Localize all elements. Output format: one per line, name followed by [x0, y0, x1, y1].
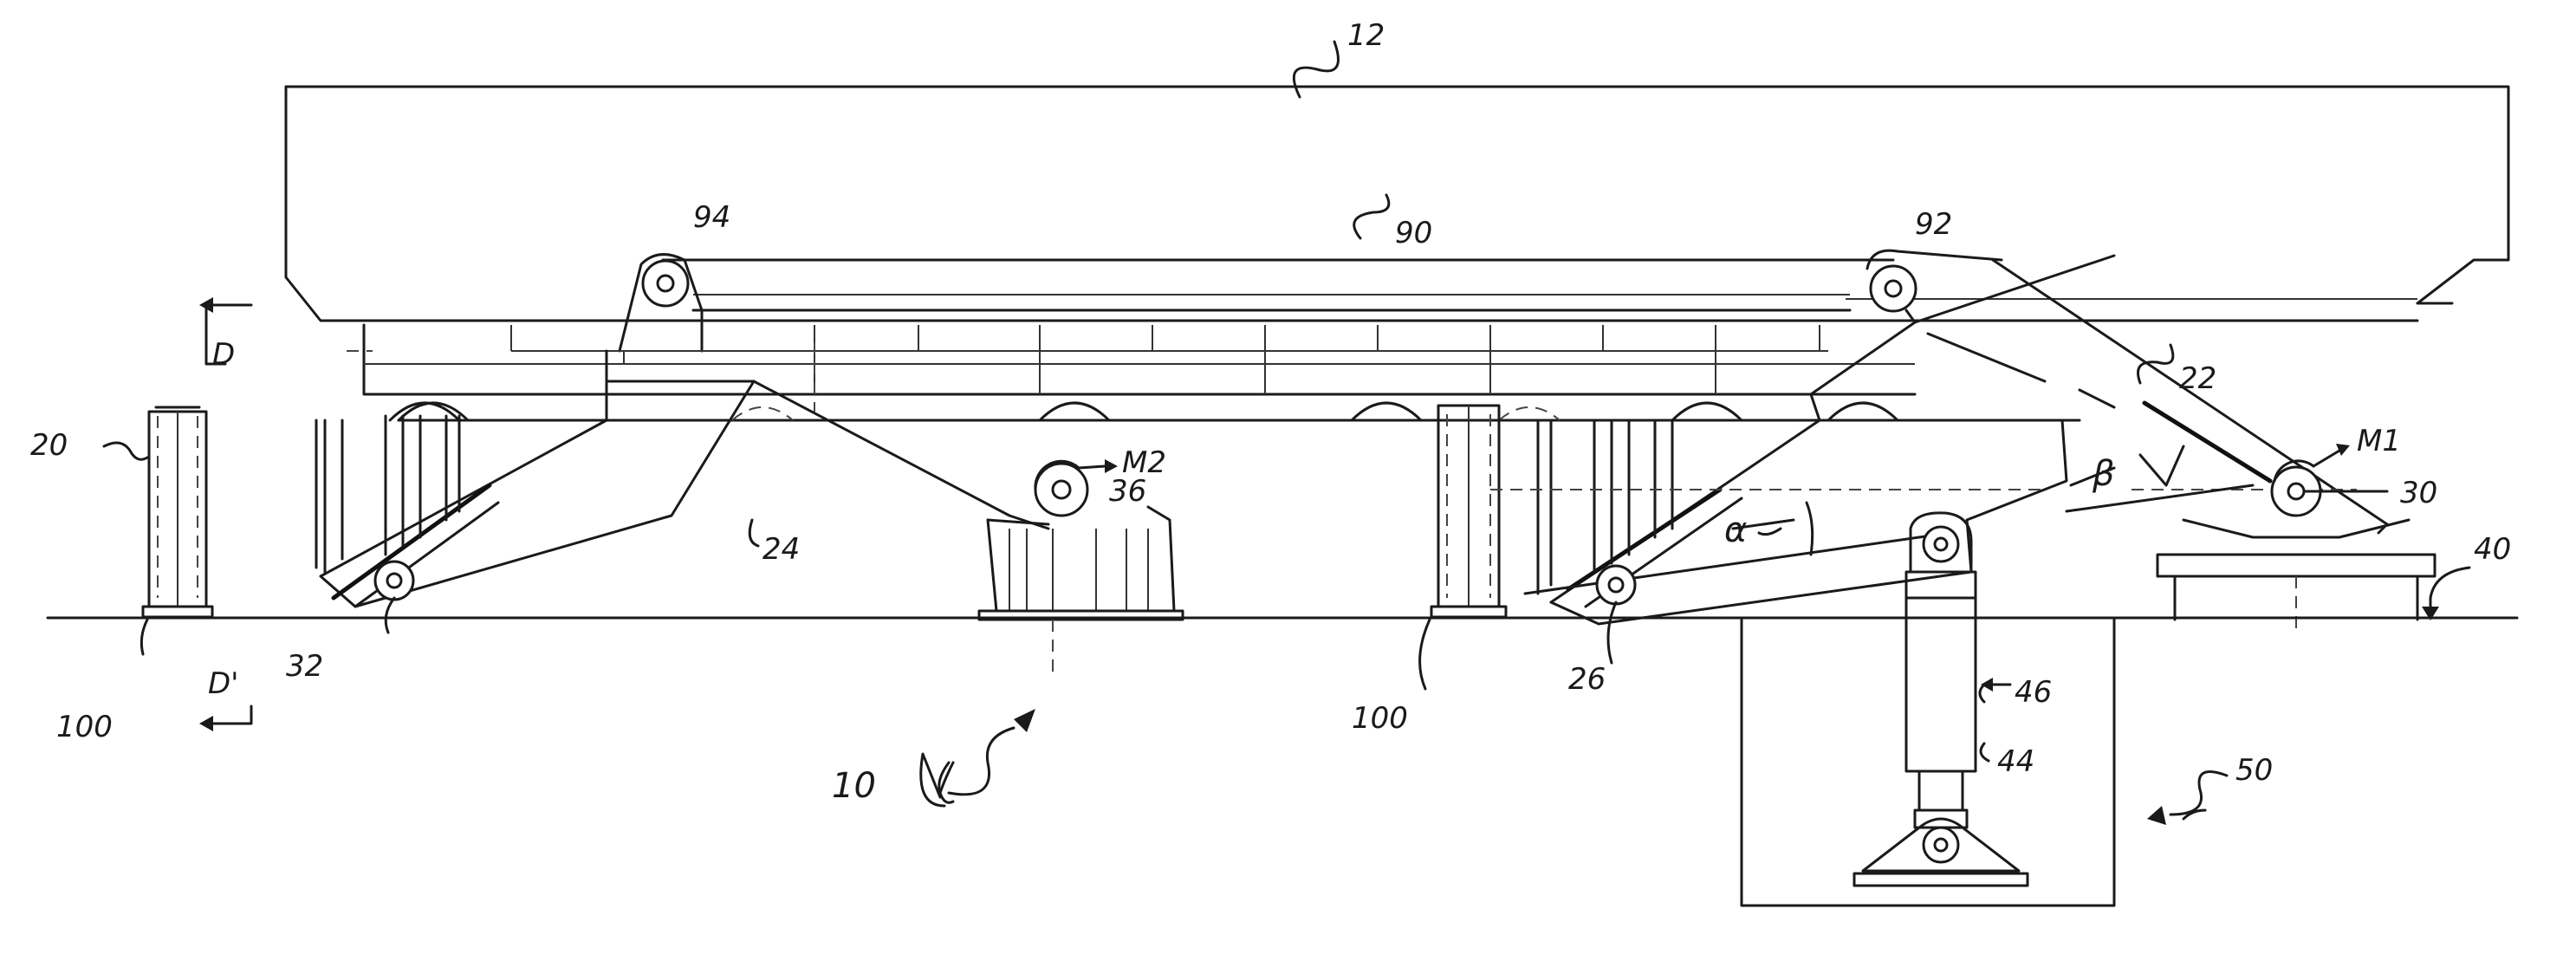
label-100-left: 100 — [56, 710, 113, 744]
label-24: 24 — [762, 532, 800, 567]
label-94: 94 — [693, 200, 730, 235]
label-alpha: α — [1724, 510, 1747, 550]
column-20 — [143, 407, 212, 617]
label-44: 44 — [1997, 744, 2034, 779]
label-26: 26 — [1568, 662, 1606, 697]
label-100-mid: 100 — [1352, 701, 1408, 736]
arrow-46 — [1981, 678, 2010, 692]
arm-24 — [316, 351, 1048, 607]
pivot-94 — [620, 255, 702, 351]
reference-labels: 12 94 90 92 22 M1 30 40 20 D D' 32 24 M2… — [30, 18, 2511, 806]
link-bar-90 — [663, 260, 1893, 310]
pivot-36 — [979, 459, 1183, 676]
label-46: 46 — [2015, 675, 2052, 710]
label-10: 10 — [832, 766, 876, 806]
jack-44 — [1854, 513, 2028, 886]
label-40: 40 — [2474, 532, 2511, 567]
label-20: 20 — [30, 428, 68, 463]
label-90: 90 — [1395, 216, 1432, 250]
label-M1: M1 — [2357, 424, 2401, 458]
label-30: 30 — [2400, 476, 2437, 510]
label-beta: β — [2092, 454, 2115, 494]
label-36: 36 — [1109, 474, 1146, 509]
label-D-prime: D' — [208, 666, 239, 701]
upper-body-12 — [286, 87, 2508, 321]
column-100-mid — [1431, 406, 1506, 617]
label-22: 22 — [2179, 361, 2216, 396]
pivot-30 — [2157, 444, 2435, 633]
arrow-10 — [949, 709, 1035, 795]
label-12: 12 — [1347, 18, 1385, 53]
pit-50 — [1742, 620, 2114, 906]
label-32: 32 — [286, 649, 323, 684]
label-92: 92 — [1915, 207, 1952, 242]
label-50: 50 — [2235, 753, 2273, 788]
label-D: D — [212, 337, 235, 372]
